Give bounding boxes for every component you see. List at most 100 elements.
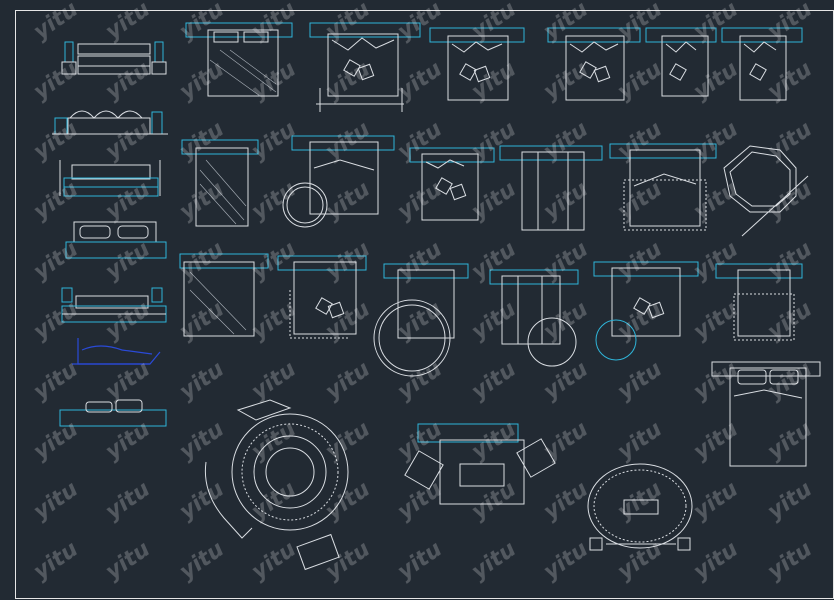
watermark-text: yitu: [467, 0, 521, 45]
bed-plan-r2-2[interactable]: [282, 135, 395, 228]
watermark-text: yitu: [321, 537, 375, 585]
bed-plan-r3-2[interactable]: [277, 255, 367, 339]
watermark-text: yitu: [29, 0, 83, 45]
round-rug-plan[interactable]: [723, 145, 809, 237]
watermark-text: yitu: [689, 57, 743, 105]
watermark-text: yitu: [763, 0, 817, 45]
watermark-text: yitu: [101, 0, 155, 45]
watermark-text: yitu: [689, 297, 743, 345]
watermark-text: yitu: [247, 57, 301, 105]
watermark-text: yitu: [175, 57, 229, 105]
watermark-text: yitu: [763, 477, 817, 525]
watermark-text: yitu: [175, 117, 229, 165]
watermark-text: yitu: [689, 477, 743, 525]
watermark-text: yitu: [539, 357, 593, 405]
watermark-text: yitu: [467, 357, 521, 405]
watermark-text: yitu: [175, 477, 229, 525]
watermark-text: yitu: [247, 477, 301, 525]
watermark-text: yitu: [393, 357, 447, 405]
watermark-text: yitu: [321, 417, 375, 465]
watermark-text: yitu: [321, 0, 375, 45]
watermark-text: yitu: [175, 417, 229, 465]
bed-plan-r1-5[interactable]: [645, 27, 717, 97]
watermark-text: yitu: [539, 477, 593, 525]
bed-plan-r3-5[interactable]: [593, 261, 699, 361]
watermark-text: yitu: [613, 357, 667, 405]
watermark-text: yitu: [29, 57, 83, 105]
watermark-text: yitu: [539, 417, 593, 465]
elevation-bed-2[interactable]: [52, 110, 168, 135]
watermark-text: yitu: [613, 297, 667, 345]
watermark-text: yitu: [689, 537, 743, 585]
bed-plan-r1-3[interactable]: [429, 27, 525, 101]
bed-plan-r3-3[interactable]: [373, 263, 469, 377]
bed-plan-r3-6[interactable]: [715, 263, 803, 341]
watermark-text: yitu: [29, 417, 83, 465]
watermark-text: yitu: [101, 417, 155, 465]
watermark-text: yitu: [175, 357, 229, 405]
watermark-text: yitu: [247, 297, 301, 345]
watermark-text: yitu: [321, 477, 375, 525]
watermark-text: yitu: [247, 0, 301, 45]
bed-plan-r3-1[interactable]: [179, 253, 269, 337]
elevation-bed-7[interactable]: [59, 399, 167, 427]
bed-plan-r1-6[interactable]: [721, 27, 803, 101]
bed-plan-r2-3[interactable]: [409, 147, 495, 221]
elevation-bed-3[interactable]: [59, 160, 161, 197]
watermark-text: yitu: [101, 237, 155, 285]
bed-plan-r2-5[interactable]: [609, 143, 717, 231]
watermark-text: yitu: [29, 177, 83, 225]
watermark-text: yitu: [763, 117, 817, 165]
watermark-text: yitu: [393, 57, 447, 105]
circular-bed-plan[interactable]: [204, 399, 349, 571]
elevation-bed-5[interactable]: [61, 287, 167, 323]
bed-plan-r2-4[interactable]: [499, 145, 603, 231]
watermark-text: yitu: [101, 477, 155, 525]
elevation-bed-4[interactable]: [65, 221, 167, 259]
watermark-text: yitu: [763, 537, 817, 585]
watermark-text: yitu: [101, 117, 155, 165]
bed-plan-r2-1[interactable]: [181, 139, 259, 227]
watermark-text: yitu: [467, 57, 521, 105]
watermark-text: yitu: [539, 537, 593, 585]
watermark-text: yitu: [613, 417, 667, 465]
watermark-text: yitu: [467, 237, 521, 285]
watermark-text: yitu: [763, 57, 817, 105]
watermark-text: yitu: [101, 537, 155, 585]
watermark-text: yitu: [321, 357, 375, 405]
sofa-bed-plan[interactable]: [404, 423, 556, 505]
watermark-text: yitu: [613, 237, 667, 285]
watermark-text: yitu: [393, 117, 447, 165]
watermark-text: yitu: [467, 297, 521, 345]
watermark-text: yitu: [175, 177, 229, 225]
elevation-bed-1[interactable]: [61, 41, 167, 75]
watermark-text: yitu: [321, 57, 375, 105]
watermark-text: yitu: [321, 237, 375, 285]
watermark-text: yitu: [467, 477, 521, 525]
watermark-text: yitu: [539, 177, 593, 225]
watermark-text: yitu: [29, 237, 83, 285]
watermark-text: yitu: [689, 417, 743, 465]
watermark-text: yitu: [247, 357, 301, 405]
watermark-text: yitu: [247, 117, 301, 165]
watermark-text: yitu: [539, 237, 593, 285]
watermark-text: yitu: [247, 537, 301, 585]
watermark-text: yitu: [321, 117, 375, 165]
elevation-bed-6[interactable]: [72, 338, 161, 365]
watermark-text: yitu: [29, 537, 83, 585]
watermark-text: yitu: [763, 357, 817, 405]
watermark-text: yitu: [247, 237, 301, 285]
watermark-text: yitu: [101, 297, 155, 345]
watermark-text: yitu: [467, 177, 521, 225]
watermark-text: yitu: [175, 0, 229, 45]
watermark-text: yitu: [175, 237, 229, 285]
bed-plan-r1-1[interactable]: [185, 22, 293, 97]
large-bed-plan[interactable]: [711, 361, 821, 467]
watermark-text: yitu: [101, 57, 155, 105]
bed-plan-r1-2[interactable]: [309, 22, 421, 112]
oval-bed-plan[interactable]: [587, 463, 693, 551]
bed-plan-r1-4[interactable]: [547, 27, 641, 101]
bed-plan-r3-4[interactable]: [489, 269, 579, 367]
watermark-text: yitu: [689, 177, 743, 225]
